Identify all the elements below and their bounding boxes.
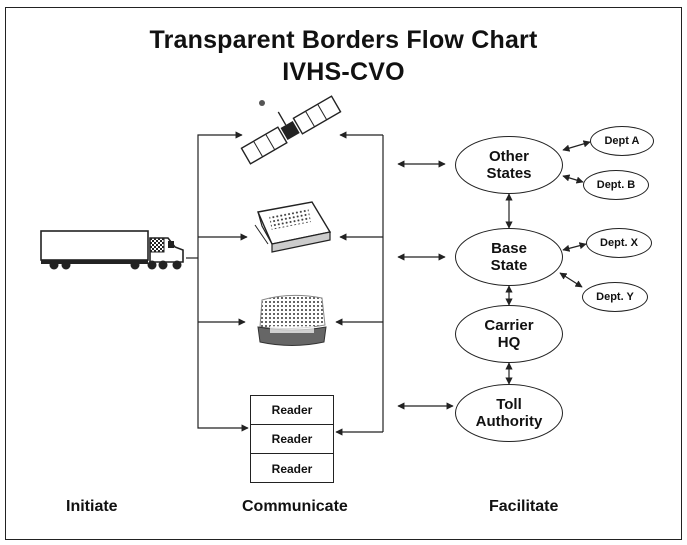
link-dept-y (559, 272, 583, 288)
reader-item: Reader (251, 425, 333, 454)
column-label-initiate: Initiate (66, 498, 118, 515)
node-other-states-label: Other States (486, 148, 532, 182)
node-dept-x: Dept. X (586, 228, 652, 258)
node-toll-authority-label: Toll Authority (475, 396, 543, 430)
node-other-states: Other States (455, 136, 563, 194)
link-dept-x (562, 242, 587, 252)
page-title: Transparent Borders Flow Chart (149, 26, 538, 54)
node-dept-y-label: Dept. Y (596, 290, 634, 303)
node-base-state-label: Base State (490, 240, 528, 274)
satellite-dish-icon (259, 100, 265, 106)
node-dept-y: Dept. Y (582, 282, 648, 312)
truck-icon (40, 230, 184, 270)
chart-frame (5, 7, 682, 540)
page-subtitle: IVHS-CVO (282, 58, 405, 86)
reader-item: Reader (271, 461, 313, 476)
link-dept-b (562, 174, 584, 184)
satellite-icon (240, 95, 342, 165)
node-carrier-hq: Carrier HQ (455, 305, 563, 363)
link-dept-a (562, 140, 591, 152)
transponder-icon (257, 294, 327, 346)
node-base-state: Base State (455, 228, 563, 286)
arrow-to-reader (197, 258, 249, 432)
node-dept-b: Dept. B (583, 170, 649, 200)
arrow-to-satellite (197, 131, 243, 258)
node-dept-a: Dept A (590, 126, 654, 156)
terminal-icon (254, 201, 332, 253)
reader-item: Reader (251, 396, 333, 425)
node-toll-authority: Toll Authority (455, 384, 563, 442)
column-label-facilitate: Facilitate (489, 498, 559, 515)
node-dept-x-label: Dept. X (600, 236, 638, 249)
node-dept-a-label: Dept A (604, 134, 640, 147)
node-dept-b-label: Dept. B (596, 178, 636, 191)
column-label-communicate: Communicate (242, 498, 348, 515)
node-carrier-hq-label: Carrier HQ (484, 317, 534, 351)
reader-stack: Reader Reader Reader (250, 395, 334, 483)
